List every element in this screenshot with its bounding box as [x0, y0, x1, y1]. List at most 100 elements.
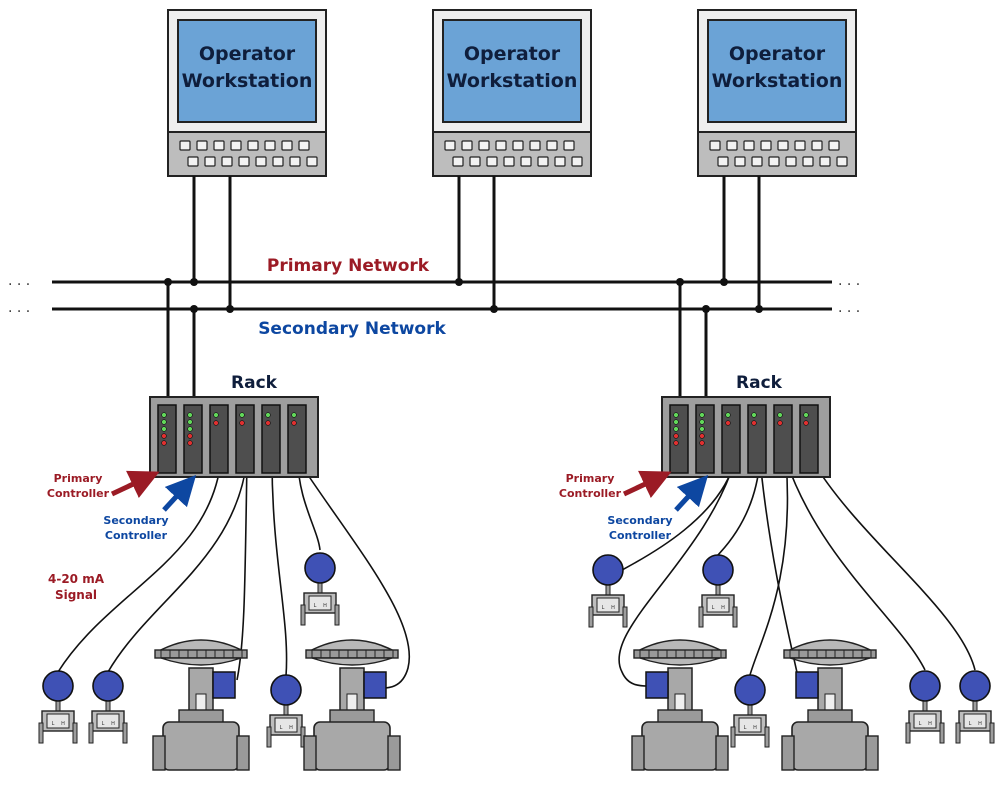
status-led: [291, 420, 297, 426]
status-led: [213, 412, 219, 418]
keyboard: [179, 140, 318, 167]
keyboard-key: [452, 156, 464, 167]
controller-labels-left: Primary Controller Secondary Controller: [47, 472, 169, 542]
io-module: [235, 404, 255, 474]
keyboard-key: [289, 156, 301, 167]
controller-module: [695, 404, 715, 474]
io-module: [773, 404, 793, 474]
keyboard-key: [495, 140, 507, 151]
status-led: [699, 433, 705, 439]
status-led: [161, 433, 167, 439]
control-valve: [631, 639, 729, 771]
low-port-label: L: [52, 721, 55, 727]
keyboard-key: [717, 156, 729, 167]
keyboard-key: [444, 140, 456, 151]
status-led: [699, 426, 705, 432]
operator-workstation-3: Operator Workstation: [697, 9, 857, 177]
keyboard-key: [743, 140, 755, 151]
network-continuation: . . .: [838, 273, 860, 289]
workstation-label-line1: Operator: [729, 43, 826, 65]
controller-module: [157, 404, 177, 474]
keyboard-key: [298, 140, 310, 151]
secondary-controller-label-line2: Controller: [609, 529, 672, 542]
io-module: [747, 404, 767, 474]
network-continuation: . . .: [8, 300, 30, 316]
workstation-label-line1: Operator: [199, 43, 296, 65]
status-led: [187, 412, 193, 418]
status-led: [239, 420, 245, 426]
signal-label-line2: Signal: [55, 588, 97, 602]
control-valve: [781, 639, 879, 771]
status-led: [777, 412, 783, 418]
primary-controller-label-line1: Primary: [566, 472, 615, 485]
high-port-label: H: [753, 725, 757, 731]
signal-label-line1: 4-20 mA: [48, 572, 105, 586]
primary-controller-label-line2: Controller: [559, 487, 622, 500]
status-led: [265, 420, 271, 426]
keyboard-key: [503, 156, 515, 167]
rack-modules: [157, 404, 307, 474]
keyboard-key: [281, 140, 293, 151]
keyboard-key: [785, 156, 797, 167]
valve-positioner: [645, 671, 669, 699]
workstation-label-line2: Workstation: [712, 70, 843, 92]
valve-positioner: [363, 671, 387, 699]
high-port-label: H: [978, 721, 982, 727]
keyboard: [444, 140, 583, 167]
keyboard-key: [478, 140, 490, 151]
keyboard-key: [819, 156, 831, 167]
primary-controller-arrow: [110, 470, 160, 498]
keyboard-key: [512, 140, 524, 151]
keyboard-key: [469, 156, 481, 167]
valve-positioner: [212, 671, 236, 699]
status-led: [803, 412, 809, 418]
primary-network-label: Primary Network: [267, 256, 430, 276]
controller-arrows: [110, 470, 709, 512]
status-led: [161, 440, 167, 446]
high-port-label: H: [928, 721, 932, 727]
status-led: [673, 419, 679, 425]
status-led: [673, 426, 679, 432]
keyboard-key: [777, 140, 789, 151]
keyboard-key: [255, 156, 267, 167]
status-led: [161, 419, 167, 425]
signal-wires: [57, 459, 976, 689]
secondary-controller-label-line1: Secondary: [607, 514, 672, 527]
keyboard-key: [811, 140, 823, 151]
keyboard: [709, 140, 848, 167]
keyboard-key: [213, 140, 225, 151]
status-led: [699, 412, 705, 418]
rack-modules: [669, 404, 819, 474]
keyboard-key: [529, 140, 541, 151]
transmitter-head: [734, 674, 766, 706]
keyboard-key: [179, 140, 191, 151]
rack-title: Rack: [736, 373, 783, 393]
status-led: [803, 420, 809, 426]
keyboard-key: [760, 140, 772, 151]
keyboard-key: [264, 140, 276, 151]
io-module: [287, 404, 307, 474]
controller-labels-right: Primary Controller Secondary Controller: [559, 472, 673, 542]
control-valve: [152, 639, 250, 771]
transmitter-head: [270, 674, 302, 706]
keyboard-key: [247, 140, 259, 151]
valve-positioner: [795, 671, 819, 699]
network-continuation: . . .: [838, 300, 860, 316]
transmitter-head: [909, 670, 941, 702]
network-continuation: . . .: [8, 273, 30, 289]
keyboard-key: [221, 156, 233, 167]
controller-module: [183, 404, 203, 474]
keyboard-key: [272, 156, 284, 167]
keyboard-key: [520, 156, 532, 167]
transmitter-head: [92, 670, 124, 702]
operator-workstation-2: Operator Workstation: [432, 9, 592, 177]
status-led: [161, 412, 167, 418]
status-led: [751, 420, 757, 426]
keyboard-key: [306, 156, 318, 167]
workstation-label-line2: Workstation: [182, 70, 313, 92]
